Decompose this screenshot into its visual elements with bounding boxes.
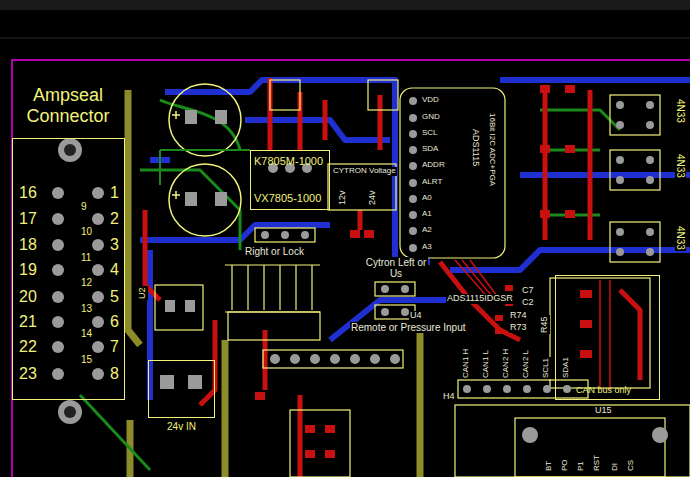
silkscreen-label: 16Bit I2C ADC+PGA [487,112,496,187]
silkscreen-label: R74 [509,311,528,321]
silkscreen-label: U4 [409,311,423,321]
silkscreen-label: PO [561,458,570,472]
silkscreen-label: CAN1 H [462,348,471,379]
silkscreen-label: Remote or Pressure Input [350,322,467,333]
silkscreen-label: ADS1115IDGSR [446,294,514,304]
pin-number: 20 [18,288,38,306]
silkscreen-label: 4N33 [675,98,686,124]
pin-number: 15 [80,354,93,365]
silkscreen-label: SDA [421,145,439,154]
pin-number: 17 [18,210,38,228]
pin-number: 9 [80,201,88,212]
pin-number: 5 [109,288,120,306]
silkscreen-label: CS [627,459,636,472]
node-label: Ampseal Connector [12,85,125,126]
silkscreen-label: U2 [138,286,148,300]
pin-number: 4 [109,261,120,279]
silkscreen-box: CAN bus only [555,275,660,400]
silkscreen-label: H4 [442,392,456,402]
pin-number: 21 [18,313,38,331]
pin-number: 14 [80,328,93,339]
pin-number: 1 [109,184,120,202]
silkscreen-label: ADS1115 [470,128,480,167]
pin-number: 18 [18,236,38,254]
silkscreen-label: CAN2 H [502,348,511,379]
silkscreen-label: SDA1 [562,356,571,379]
silkscreen-label: Right or Lock [244,246,305,257]
node-label: 24v IN [167,421,196,433]
pin-number: 16 [18,184,38,202]
silkscreen-label: CYTRON Voltage [332,167,397,176]
pin-number: 6 [109,313,120,331]
silkscreen-label: VDD [421,96,440,105]
silkscreen-label: A0 [421,194,433,203]
silkscreen-box: K7805M-1000VX7805-1000 [250,150,330,210]
silkscreen-label: ALRT [421,178,443,187]
silkscreen-label: 12v [338,189,348,206]
pin-number: 19 [18,261,38,279]
pin-number: 13 [80,303,93,314]
silkscreen-label: RST [593,454,602,472]
silkscreen-label: 4N33 [675,225,686,251]
pin-number: 2 [109,210,120,228]
pin-number: 11 [80,252,92,263]
silkscreen-label: R73 [509,323,528,333]
node-label: K7805M-1000 [254,155,323,168]
node-label: CAN bus only [576,385,631,395]
silkscreen-label: 24v [368,189,378,206]
silkscreen-label: ADDR [421,161,446,170]
silkscreen-label: C2 [521,298,535,308]
pin-number: 23 [18,365,38,383]
silkscreen-label: GND [421,113,441,122]
pin-number: 7 [109,338,120,356]
silkscreen-label: CAN1 L [482,349,491,379]
pin-number: 12 [80,277,93,288]
silkscreen-label: A1 [421,210,433,219]
silkscreen-label: Cytron Left or Us [364,257,428,279]
silkscreen-label: SCL [421,129,439,138]
silkscreen-label: DI [611,462,620,472]
pin-number: 8 [109,365,120,383]
silkscreen-box: 24v IN [148,360,215,418]
silkscreen-label: U15 [594,406,613,416]
silkscreen-label: A2 [421,226,433,235]
silkscreen-label: 4N33 [675,153,686,179]
silkscreen-label: A3 [421,243,433,252]
pin-number: 3 [109,236,120,254]
node-label: VX7805-1000 [254,192,321,205]
silkscreen-label: BT [545,460,554,472]
silkscreen-label: SCL1 [542,357,551,379]
pin-number: 10 [80,226,93,237]
silkscreen-label: C7 [521,286,535,296]
pin-number: 22 [18,338,38,356]
silkscreen-label: P1 [577,460,586,472]
silkscreen-label: R45 [540,315,550,334]
silkscreen-label: CAN2 L [522,349,531,379]
